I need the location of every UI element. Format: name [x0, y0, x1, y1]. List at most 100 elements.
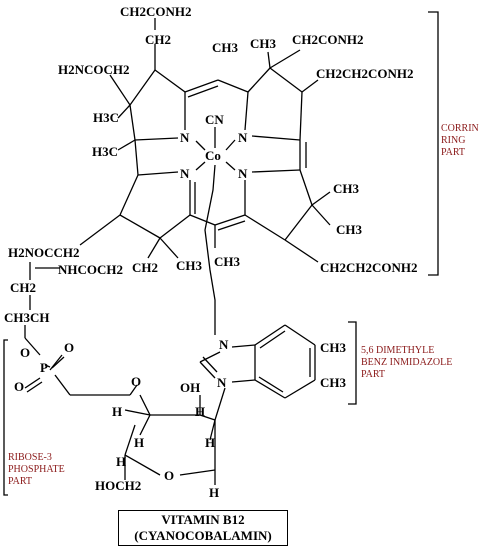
bond — [159, 214, 191, 239]
bond — [187, 85, 219, 98]
label-n5: N — [219, 337, 229, 352]
bond — [231, 379, 256, 383]
label-ch3-b: CH3 — [250, 36, 277, 51]
caption-box: VITAMIN B12 (CYANOCOBALAMIN) — [118, 510, 288, 546]
label-ch3-g: CH3 — [320, 340, 347, 355]
bond — [184, 79, 219, 93]
label-h5: H — [116, 454, 126, 469]
bond — [231, 344, 256, 348]
label-ch2conh2-top: CH2CONH2 — [120, 4, 192, 19]
bond — [214, 214, 246, 226]
dmb-note-1: 5,6 DIMETHYLE — [361, 345, 434, 356]
bond — [311, 204, 331, 226]
label-ch2ch2conh2-right: CH2CH2CONH2 — [316, 66, 414, 81]
bond — [214, 387, 226, 421]
label-ch3-e: CH3 — [176, 258, 203, 273]
bond — [117, 104, 131, 119]
bond — [269, 49, 301, 69]
label-ch2-mid: CH2 — [132, 260, 158, 275]
bond — [129, 69, 156, 141]
bond — [284, 239, 319, 263]
bond — [179, 469, 216, 476]
bond — [54, 374, 71, 396]
bond — [299, 169, 313, 206]
label-nhcoch2: NHCOCH2 — [58, 262, 123, 277]
bond — [267, 51, 271, 69]
bond — [199, 414, 216, 421]
label-co: Co — [205, 148, 221, 163]
label-oh: OH — [180, 380, 200, 395]
bond — [284, 204, 313, 241]
label-o4: O — [131, 374, 141, 389]
ribose-note-1: RIBOSE-3 — [8, 452, 52, 463]
bond — [124, 454, 161, 476]
label-hoch2: HOCH2 — [95, 478, 141, 493]
label-n6: N — [217, 375, 227, 390]
label-ch3-f: CH3 — [214, 254, 241, 269]
bond — [269, 67, 303, 93]
bond — [301, 79, 319, 93]
label-n4: N — [238, 166, 248, 181]
label-cn: CN — [205, 112, 224, 127]
label-h3c-a: H3C — [93, 110, 119, 125]
bond — [217, 220, 246, 231]
bond — [209, 419, 216, 441]
label-o6: O — [164, 468, 174, 483]
label-h2nocch2: H2NOCCH2 — [8, 245, 80, 260]
label-h2ncoch2-left: H2NCOCH2 — [58, 62, 130, 77]
bond — [26, 381, 43, 393]
ribose-note-3: PART — [8, 476, 32, 487]
label-h6: H — [209, 485, 219, 500]
label-o1: O — [20, 345, 30, 360]
bond — [348, 321, 357, 405]
label-ch2conh2-right: CH2CONH2 — [292, 32, 364, 47]
bond — [109, 74, 131, 106]
bond — [134, 139, 139, 176]
label-ch2ch2conh2-bottom: CH2CH2CONH2 — [320, 260, 418, 275]
label-ch2-top: CH2 — [145, 32, 171, 47]
bond — [139, 394, 151, 416]
bond — [202, 356, 218, 373]
bond — [124, 409, 151, 416]
label-h1: H — [112, 404, 122, 419]
corrin-note-1: CORRIN — [441, 123, 479, 134]
bond — [225, 139, 236, 151]
bond — [251, 135, 301, 141]
bond — [44, 364, 51, 368]
bonds — [3, 11, 439, 496]
bond — [259, 330, 286, 349]
bond — [247, 67, 271, 93]
label-h4: H — [205, 435, 215, 450]
corrin-note-3: PART — [441, 147, 465, 158]
bond — [119, 174, 139, 216]
atom-labels: CH2CONH2 CH2 CH3 CH3 CH2CONH2 H2NCOCH2 C… — [4, 4, 418, 500]
bond — [299, 91, 303, 141]
ribose-note-2: PHOSPHATE — [8, 464, 65, 475]
label-ch3-c: CH3 — [333, 181, 360, 196]
label-ch3-h: CH3 — [320, 375, 347, 390]
bond — [79, 214, 121, 246]
bond — [254, 379, 286, 399]
bond — [195, 161, 206, 171]
caption-line-2: (CYANOCOBALAMIN) — [134, 528, 272, 543]
bond — [244, 91, 249, 131]
label-ch3ch: CH3CH — [4, 310, 50, 325]
bond — [117, 139, 136, 151]
bond — [204, 164, 216, 335]
bond — [254, 324, 286, 346]
dmb-note-2: BENZ INMIDAZOLE — [361, 357, 452, 368]
bond — [199, 351, 221, 363]
label-h2: H — [195, 404, 205, 419]
bond — [217, 79, 249, 93]
bond — [129, 384, 138, 396]
bond — [199, 361, 216, 379]
label-ch3-d: CH3 — [336, 222, 363, 237]
bond — [195, 140, 206, 151]
bond — [24, 337, 41, 356]
label-o2: O — [64, 340, 74, 355]
bond — [284, 379, 316, 399]
bond — [225, 161, 236, 171]
label-p: P — [40, 360, 48, 375]
corrin-note-2: RING — [441, 135, 465, 146]
bond — [51, 356, 65, 369]
